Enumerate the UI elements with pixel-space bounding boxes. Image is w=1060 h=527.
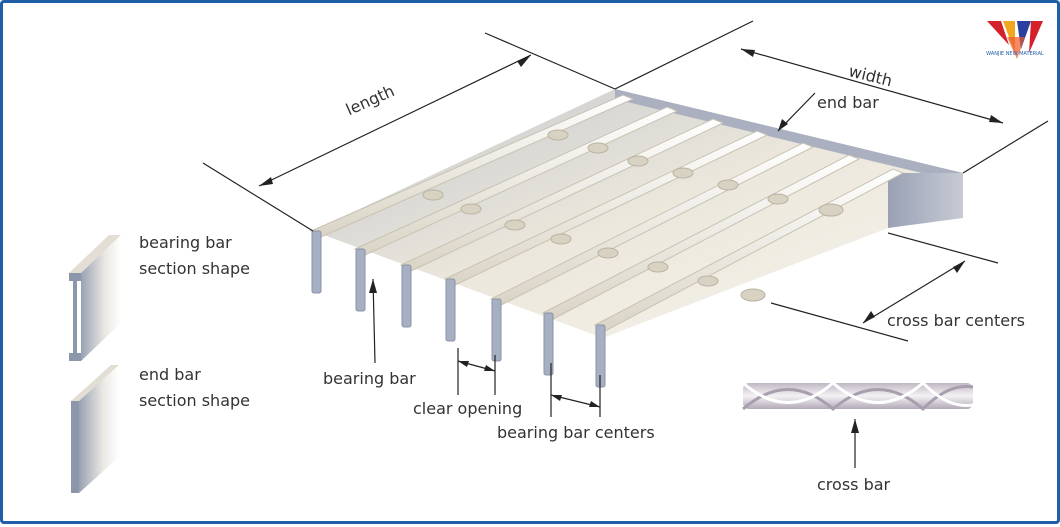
bearing-bar-section-label-line2: section shape: [139, 259, 250, 278]
end-bar-section-label-line2: section shape: [139, 391, 250, 410]
bearing-bar-ends: [311, 230, 606, 388]
length-extension-line: [484, 32, 616, 90]
cross-bar-detail: [742, 380, 974, 412]
end-bar-section-shape: [71, 365, 119, 493]
length-extension-line: [202, 162, 314, 232]
cross-bar-centers-label: cross bar centers: [887, 311, 1026, 330]
bearing-bar-section-label-line1: bearing bar: [139, 233, 232, 252]
width-extension-line: [614, 20, 754, 90]
cross-bar-centers-dimension: [862, 260, 966, 324]
company-logo: [987, 21, 1043, 59]
bearing-bar-end: [355, 248, 366, 312]
bearing-bar-centers-label: bearing bar centers: [497, 423, 655, 442]
end-bar-section-label-line1: end bar: [139, 365, 201, 384]
bearing-bar-label: bearing bar: [323, 369, 416, 388]
bearing-bar-end: [445, 278, 456, 342]
bearing-bar-end: [311, 230, 322, 294]
cross-bar-label: cross bar: [817, 475, 891, 494]
bearing-bar-end: [543, 312, 554, 376]
bearing-bar-section-shape: [69, 235, 121, 361]
end-bar-label: end bar: [817, 93, 879, 112]
bearing-bar-end: [491, 298, 502, 362]
width-dimension-line: [740, 48, 1004, 124]
clear-opening-label: clear opening: [413, 399, 523, 418]
end-bar-face: [888, 173, 963, 228]
length-dimension-line: [258, 54, 532, 187]
width-extension-line: [962, 120, 1049, 174]
bearing-bar-end: [401, 264, 412, 328]
cross-bar-twists: [422, 129, 844, 302]
company-logo-text: WANJIE NEW MATERIAL: [986, 51, 1044, 57]
grating-illustration: [69, 20, 1049, 493]
end-bar-top: [615, 89, 963, 183]
